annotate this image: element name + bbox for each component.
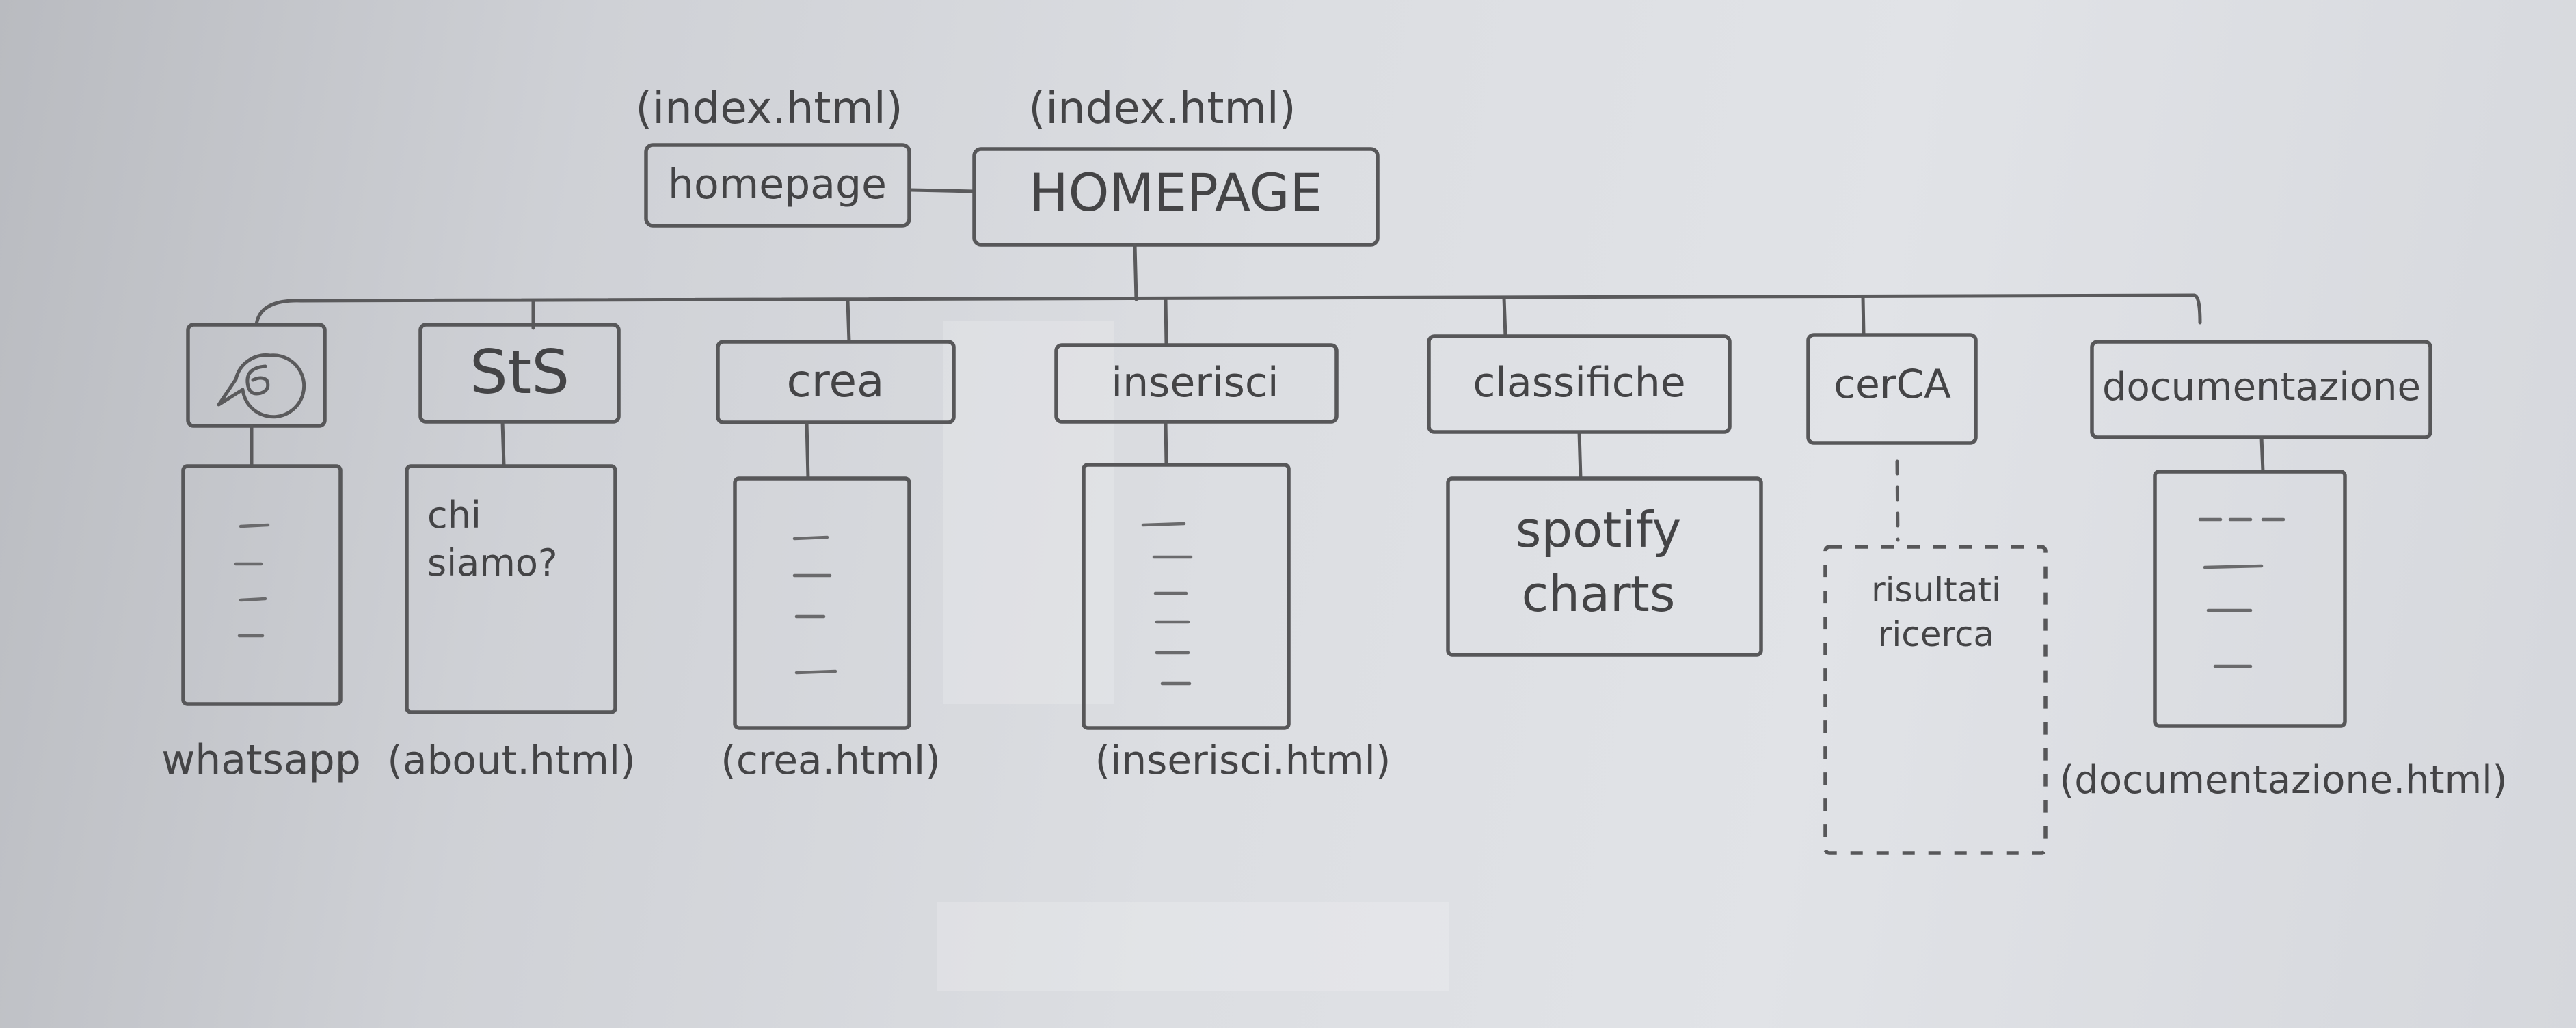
drop-line [1861,295,1866,337]
homepage-alias-box [644,143,911,228]
page-box [733,476,911,730]
section-box [1806,333,1978,445]
homepage-alias-label: homepage [668,161,887,208]
section-label: StS [470,337,569,407]
section-documentazione: documentazione (documentazione.html) [2059,340,2508,802]
section-caption: (about.html) [387,737,635,783]
section-label: classifiche [1473,359,1685,407]
section-label: crea [786,355,884,407]
section-box [1054,343,1339,424]
whatsapp-icon [217,353,306,419]
section-label: documentazione [2102,365,2421,409]
section-caption: (crea.html) [721,737,941,783]
section-connector [805,420,810,481]
section-box [716,340,956,424]
section-caption: (inserisci.html) [1095,737,1391,783]
section-inserisci: inserisci (inserisci.html) [1054,343,1391,783]
section-connector [1895,459,1900,542]
page-box [1082,463,1291,730]
page-box [1446,476,1763,657]
section-box [186,323,327,428]
section-connector [500,420,506,467]
section-caption: whatsapp [161,736,361,784]
section-connector [1577,430,1583,481]
drop-line [1502,296,1507,338]
section-whatsapp: whatsapp [161,323,361,784]
homepage-alias-file: (index.html) [635,83,902,134]
paper-fold [937,902,1449,991]
paper-fold [943,321,1114,704]
page-box [1823,545,2048,855]
bus-line [254,293,2202,327]
homepage-file: (index.html) [1028,83,1296,134]
page-box [181,464,343,706]
section-label: cerCA [1834,361,1951,407]
section-crea: crea (crea.html) [716,340,956,783]
homepage-box [972,147,1380,247]
section-connector [2259,435,2265,474]
alias-connector [909,188,976,193]
trunk-line [1133,243,1138,301]
section-box [418,323,621,424]
section-label: inserisci [1111,359,1278,407]
page-box [405,464,617,714]
drop-line [846,299,851,344]
section-caption: (documentazione.html) [2059,758,2507,802]
homepage-label: HOMEPAGE [1029,162,1322,223]
page-box [2153,470,2347,728]
